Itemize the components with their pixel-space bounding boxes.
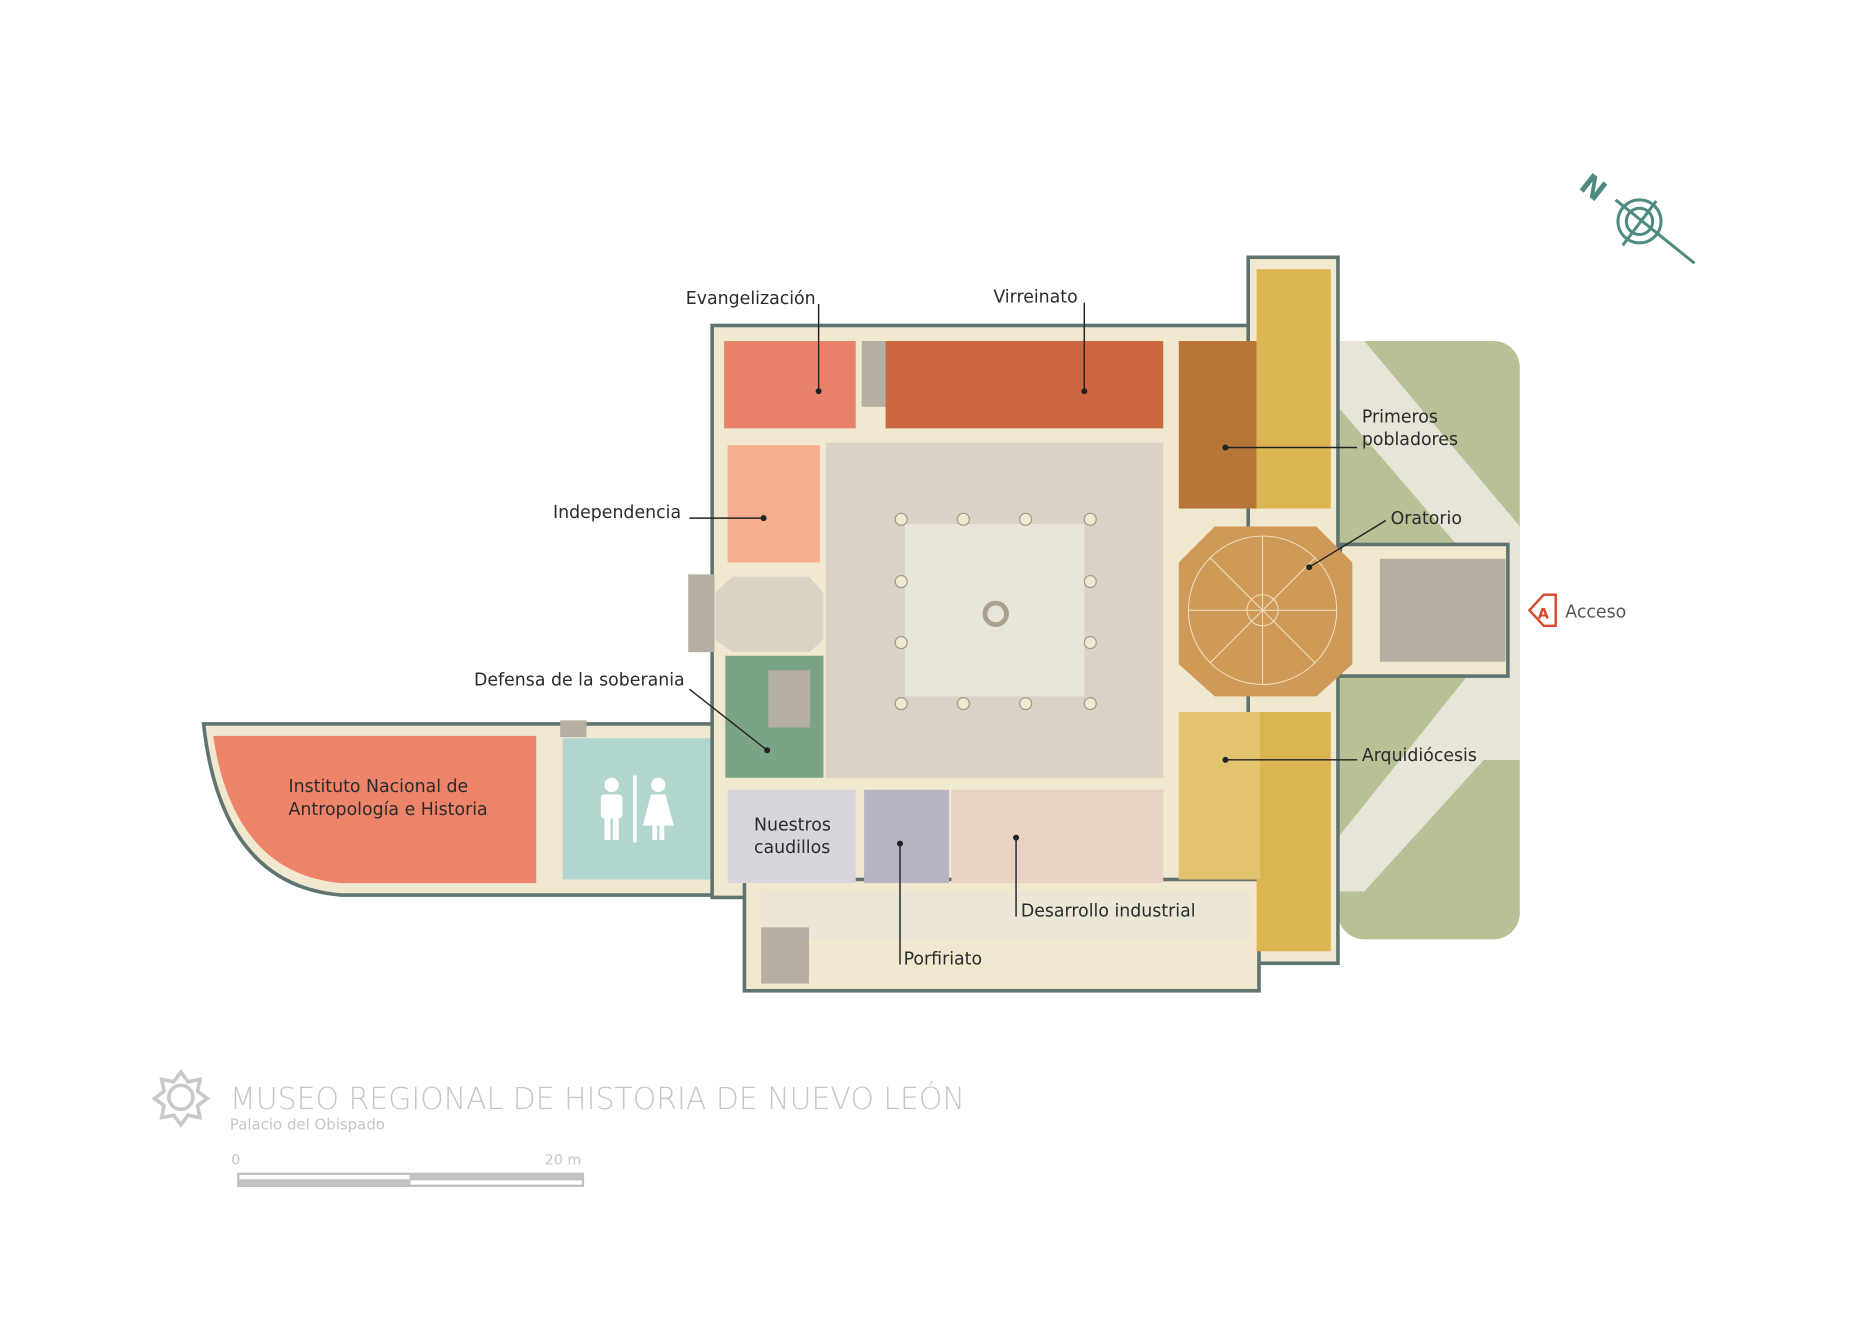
stairs — [768, 670, 811, 728]
room-primeros-pobladores[interactable] — [1178, 341, 1257, 509]
columns — [894, 512, 1097, 711]
svg-text:Nuestros: Nuestros — [754, 815, 831, 835]
label-arquidiocesis: Arquidiócesis — [1222, 746, 1477, 766]
oratorio-dome — [1187, 535, 1338, 685]
access-a-arrow-icon: A — [1527, 593, 1557, 628]
svg-text:Virreinato: Virreinato — [993, 288, 1077, 308]
room-virreinato[interactable] — [885, 341, 1164, 429]
svg-text:caudillos: caudillos — [754, 838, 830, 858]
stairs-south — [761, 927, 810, 984]
svg-text:0: 0 — [231, 1152, 240, 1168]
label-independencia: Independencia — [553, 503, 767, 523]
svg-text:Primeros: Primeros — [1362, 407, 1438, 427]
map-subtitle: Palacio del Obispado — [230, 1116, 385, 1134]
svg-text:Oratorio: Oratorio — [1391, 509, 1462, 529]
restroom-icon — [600, 775, 674, 843]
svg-text:Defensa de la soberania: Defensa de la soberania — [474, 671, 685, 691]
scale-bar: 0 20 m — [231, 1152, 585, 1188]
svg-text:Antropología e Historia: Antropología e Historia — [289, 800, 488, 820]
entrance-stairs[interactable] — [1379, 558, 1506, 662]
museum-logo-icon — [151, 1069, 211, 1128]
svg-text:N: N — [1573, 167, 1613, 209]
room-restrooms[interactable] — [562, 738, 713, 880]
room-desarrollo[interactable] — [951, 789, 1164, 884]
svg-text:Independencia: Independencia — [553, 503, 681, 523]
svg-text:A: A — [1538, 607, 1550, 623]
label-oratorio: Oratorio — [1306, 509, 1462, 571]
north-compass-icon: N — [1573, 167, 1696, 265]
label-evangelizacion: Evangelización — [686, 289, 822, 395]
courtyard — [904, 524, 1085, 697]
label-defensa: Defensa de la soberania — [474, 671, 771, 754]
label-primeros-pobladores: Primeros pobladores — [1222, 407, 1458, 451]
corridor-north — [1256, 269, 1331, 509]
fountain — [982, 600, 1009, 628]
stairs-west — [688, 574, 715, 653]
label-caudillos: Nuestros caudillos — [754, 815, 831, 858]
corridor-south — [1256, 711, 1331, 952]
label-porfiriato: Porfiriato — [897, 840, 983, 969]
room-inah[interactable] — [213, 735, 537, 884]
label-desarrollo: Desarrollo industrial — [1013, 834, 1196, 922]
svg-text:20 m: 20 m — [545, 1152, 582, 1168]
svg-text:Desarrollo industrial: Desarrollo industrial — [1021, 902, 1196, 922]
svg-text:Arquidiócesis: Arquidiócesis — [1362, 746, 1477, 766]
vestibule — [715, 576, 824, 653]
room-caudillos[interactable] — [727, 789, 856, 884]
svg-text:Acceso: Acceso — [1565, 602, 1626, 622]
room-arquidiocesis[interactable] — [1178, 711, 1261, 880]
label-virreinato: Virreinato — [993, 288, 1088, 395]
room-oratorio[interactable] — [1178, 526, 1353, 697]
svg-text:Evangelización: Evangelización — [686, 289, 816, 309]
access-marker[interactable]: A Acceso — [1527, 593, 1626, 628]
room-porfiriato[interactable] — [864, 789, 950, 884]
stairs — [560, 720, 587, 738]
corridor-south-gallery — [761, 891, 1251, 940]
room-evangelizacion[interactable] — [724, 341, 856, 429]
label-inah: Instituto Nacional de Antropología e His… — [289, 777, 488, 820]
map-title: MUSEO REGIONAL DE HISTORIA DE NUEVO LEÓN — [230, 1080, 965, 1117]
room-independencia[interactable] — [727, 445, 820, 563]
svg-text:pobladores: pobladores — [1362, 430, 1458, 450]
svg-text:Porfiriato: Porfiriato — [904, 949, 983, 969]
svg-text:Instituto Nacional de: Instituto Nacional de — [289, 777, 469, 797]
